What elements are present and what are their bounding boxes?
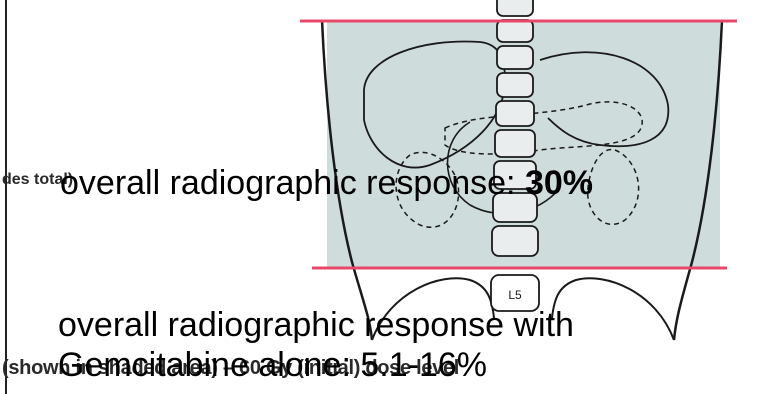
response-statement-text: overall radiographic response:	[60, 164, 525, 202]
vertebra	[497, 20, 533, 42]
gemcitabine-statement-line2: Gemcitabine alone: 5.1-16%	[58, 346, 487, 385]
vertebra	[497, 46, 533, 69]
vertebra	[496, 101, 534, 126]
vertebra	[497, 0, 533, 16]
gemcitabine-statement-line1: overall radiographic response with	[58, 306, 574, 345]
vertebra	[495, 130, 535, 157]
response-percentage: 30%	[525, 164, 593, 202]
vertebra	[497, 73, 533, 97]
vertebra	[492, 226, 538, 256]
vertebra-label: L5	[508, 288, 522, 302]
response-statement: overall radiographic response: 30%	[60, 164, 593, 203]
